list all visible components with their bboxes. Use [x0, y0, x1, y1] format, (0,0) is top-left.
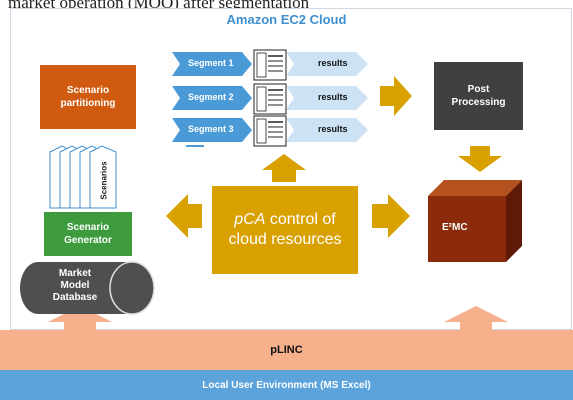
segment-3-label: Segment 3: [188, 124, 234, 134]
pca-line1-rest: control of: [265, 211, 336, 228]
database-line3: Database: [52, 292, 98, 303]
post-processing-line1: Post: [467, 84, 490, 95]
segment-1-arrow: [172, 52, 252, 76]
results-1-label: results: [318, 58, 348, 68]
database-label: Market Model Database: [40, 268, 110, 304]
document-icon: [253, 49, 287, 81]
scenario-partitioning-box: Scenario partitioning: [40, 65, 136, 129]
results-3-label: results: [318, 124, 348, 134]
pca-prefix: pCA: [234, 211, 266, 228]
segment-2-label: Segment 2: [188, 92, 234, 102]
scenario-partitioning-line2: partitioning: [60, 98, 116, 109]
results-1-arrow: [286, 52, 368, 76]
results-2-label: results: [318, 92, 348, 102]
e2mc-cube-icon: [428, 180, 522, 262]
segment-1-label: Segment 1: [188, 58, 234, 68]
database-line1: Market: [58, 268, 92, 279]
scenario-generator-line1: Scenario: [66, 222, 110, 233]
plinc-label: pLINC: [270, 344, 303, 356]
segment-2-arrow: [172, 86, 252, 110]
plinc-up-arrow-right-icon: [444, 306, 508, 332]
arrow-right-to-e2mc-icon: [372, 194, 410, 238]
post-processing-line2: Processing: [451, 97, 506, 108]
cloud-title: Amazon EC2 Cloud: [226, 12, 347, 27]
scenarios-label-wrap: Scenarios: [96, 160, 110, 204]
scenario-partitioning-line1: Scenario: [66, 85, 110, 96]
arrow-right-to-post-icon: [380, 76, 412, 116]
document-icon: [253, 115, 287, 147]
database-cylinder-icon: [20, 261, 155, 315]
pca-line2: cloud resources: [228, 231, 342, 248]
e2mc-label: E²MC: [442, 222, 468, 233]
plinc-bar: pLINC: [0, 330, 573, 370]
results-2-arrow: [286, 86, 368, 110]
scenarios-stack-icon: [49, 145, 117, 209]
results-3-arrow: [286, 118, 368, 142]
database-line2: Model: [60, 280, 90, 291]
arrow-down-to-e2mc-icon: [458, 146, 502, 172]
local-environment-bar: Local User Environment (MS Excel): [0, 370, 573, 400]
figure-caption: market operation (MOO) after segmentatio…: [0, 0, 573, 8]
plinc-up-arrow-left-icon: [48, 306, 112, 332]
arrow-left-to-generator-icon: [166, 194, 202, 238]
post-processing-box: Post Processing: [434, 62, 523, 130]
segment-3-arrow: [172, 118, 252, 142]
scenario-generator-line2: Generator: [64, 235, 112, 246]
arrow-up-to-segments-icon: [262, 154, 306, 182]
scenarios-label: Scenarios: [99, 161, 109, 200]
local-environment-label: Local User Environment (MS Excel): [202, 379, 371, 391]
pca-control-box: pCA control of cloud resources: [212, 186, 358, 274]
pca-line1: pCA control of: [229, 210, 342, 230]
scenario-generator-box: Scenario Generator: [44, 212, 132, 256]
document-icon: [253, 83, 287, 115]
